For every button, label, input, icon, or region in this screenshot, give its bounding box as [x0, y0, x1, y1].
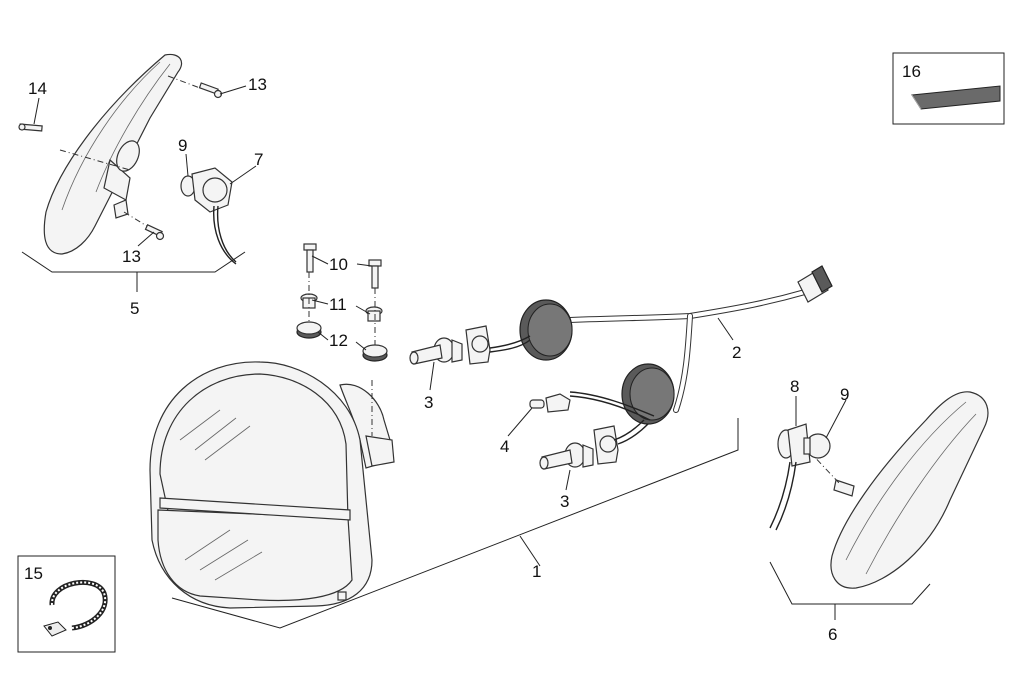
part-7-bulb-socket-left: [180, 167, 237, 265]
part-12-grommet-left: [296, 321, 322, 339]
callout-7: 7: [254, 150, 263, 169]
part-13-screw-top: [198, 82, 223, 99]
callout-8: 8: [790, 377, 799, 396]
part-10-screw-right: [368, 259, 382, 289]
callout-labels: 14 13 9 7 13 5 10 11 12 3 4 3 2 1 8 9 6 …: [24, 62, 921, 644]
callout-2: 2: [732, 343, 741, 362]
part-6-side-lamp-right: [807, 391, 989, 589]
part-3-bulb-lower: [539, 442, 594, 470]
part-11-bush-right: [365, 306, 383, 322]
callout-9-left: 9: [178, 136, 187, 155]
callout-11: 11: [329, 295, 347, 314]
callout-1: 1: [532, 562, 541, 581]
callout-3-lower: 3: [560, 492, 569, 511]
part-8-socket-right: [769, 423, 811, 531]
leader-lines: [33, 85, 847, 567]
part-2-wiring-harness: [489, 265, 833, 445]
bracket-6: [769, 561, 931, 620]
callout-12: 12: [329, 331, 348, 350]
part-3-bulb-upper: [409, 337, 463, 365]
callout-13-bottom: 13: [122, 247, 141, 266]
callout-16: 16: [902, 62, 921, 81]
part-1-headlight: [149, 361, 395, 609]
callout-6: 6: [828, 625, 837, 644]
callout-5: 5: [130, 299, 139, 318]
part-5-side-lamp-left: [43, 53, 201, 255]
callout-15: 15: [24, 564, 43, 583]
callout-14: 14: [28, 79, 47, 98]
callout-10: 10: [329, 255, 348, 274]
socket-upper: [465, 325, 491, 365]
part-15-box: [17, 555, 116, 653]
part-16-box: [892, 52, 1005, 125]
part-4-pilot-bulb: [529, 393, 571, 413]
callout-4: 4: [500, 437, 509, 456]
callout-3-upper: 3: [424, 393, 433, 412]
socket-lower: [593, 425, 619, 465]
bracket-5: [21, 251, 246, 292]
callout-13-top: 13: [248, 75, 267, 94]
bracket-1: [171, 418, 739, 629]
part-9-bulb-right: [803, 433, 831, 459]
part-10-screw-left: [303, 243, 317, 273]
part-14-screw: [18, 123, 43, 132]
part-12-grommet-right: [362, 344, 388, 362]
callout-9-right: 9: [840, 385, 849, 404]
